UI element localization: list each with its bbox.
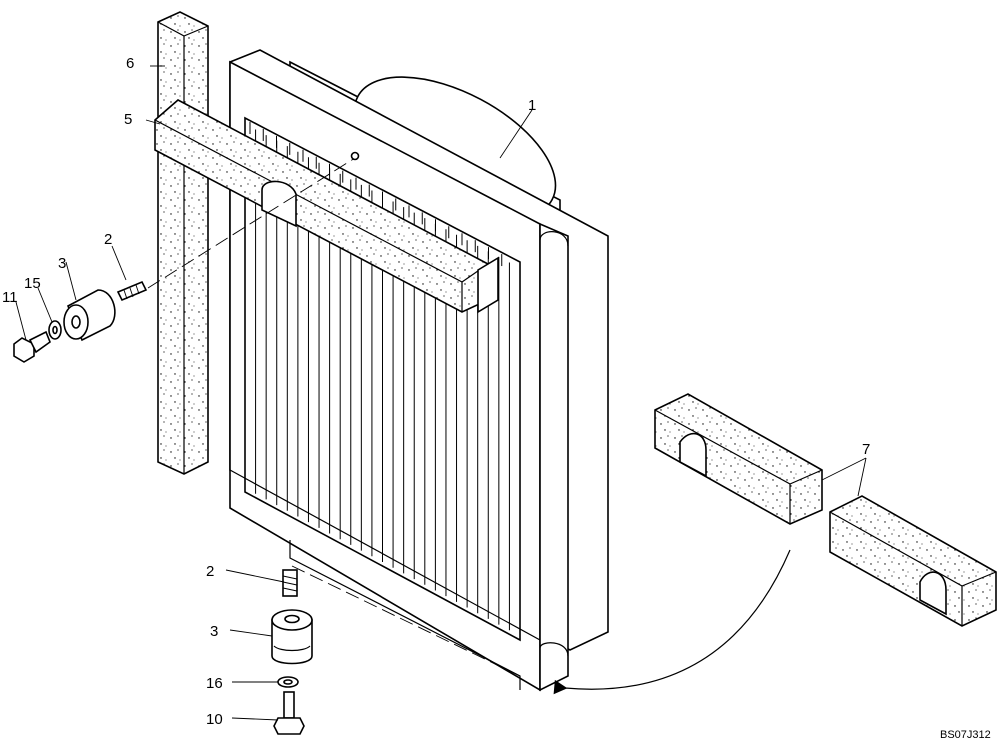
rubber-mount-3-lower bbox=[271, 609, 313, 665]
bolt-10 bbox=[273, 691, 305, 735]
install-direction-arrow bbox=[553, 549, 791, 695]
foam-strip-vertical bbox=[157, 11, 209, 475]
stud-2-upper bbox=[116, 280, 148, 302]
callout-6: 6 bbox=[126, 55, 134, 72]
callout-7: 7 bbox=[862, 441, 870, 458]
foam-strip-horizontal bbox=[154, 99, 499, 314]
upper-mount-hardware bbox=[13, 151, 360, 363]
callout-11: 11 bbox=[2, 289, 18, 306]
foam-block-lower bbox=[829, 495, 997, 627]
foam-block-upper bbox=[654, 393, 823, 525]
callout-labels: 1 6 5 2 3 15 11 7 2 3 16 10 bbox=[2, 55, 870, 728]
callout-5: 5 bbox=[124, 111, 132, 128]
callout-2-lower: 2 bbox=[206, 563, 214, 580]
stud-2-lower bbox=[282, 569, 298, 597]
callout-1: 1 bbox=[528, 97, 536, 114]
callout-2-upper: 2 bbox=[104, 231, 112, 248]
bolt-11 bbox=[13, 330, 51, 363]
callout-3-upper: 3 bbox=[58, 255, 66, 272]
washer-16 bbox=[277, 676, 299, 688]
callout-10: 10 bbox=[206, 711, 223, 728]
washer-15 bbox=[48, 320, 62, 340]
drawing-code: BS07J312 bbox=[940, 729, 991, 741]
callout-leaders bbox=[15, 65, 867, 721]
callout-3-lower: 3 bbox=[210, 623, 218, 640]
callout-16: 16 bbox=[206, 675, 223, 692]
radiator-assembly bbox=[229, 49, 609, 692]
callout-15: 15 bbox=[24, 275, 41, 292]
rubber-mount-3-upper bbox=[63, 289, 116, 342]
radiator-core-fins bbox=[249, 122, 510, 631]
lower-mount-hardware bbox=[271, 565, 521, 735]
